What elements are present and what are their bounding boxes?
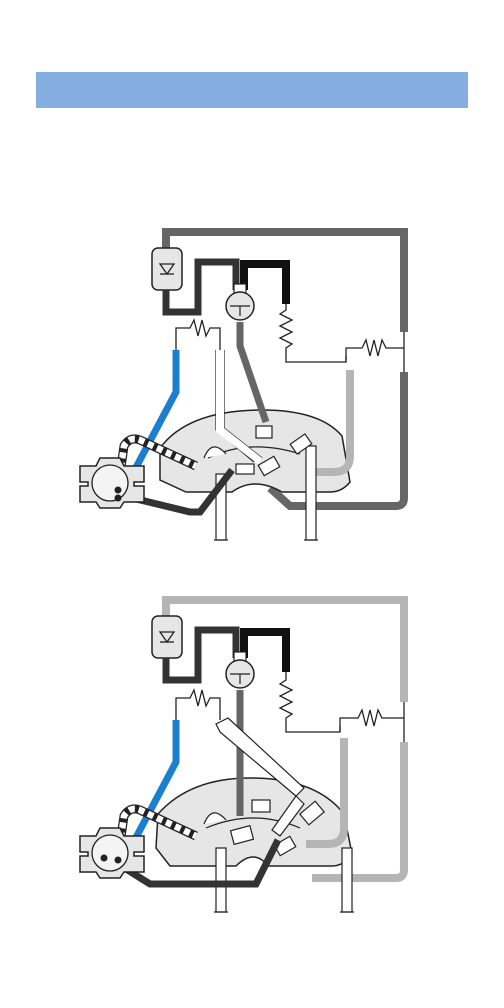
lamp-icon bbox=[226, 284, 254, 320]
component-block bbox=[256, 426, 272, 438]
connector-plug-icon bbox=[80, 828, 144, 878]
probe-right bbox=[340, 848, 354, 912]
diode-icon bbox=[152, 248, 182, 290]
resistor-small bbox=[176, 320, 220, 350]
wire-gray-lamp bbox=[240, 322, 266, 422]
header-title bbox=[36, 72, 468, 108]
resistor-horizontal bbox=[346, 340, 404, 362]
resistor-horizontal bbox=[340, 710, 404, 732]
lamp-icon bbox=[226, 652, 254, 688]
component-block bbox=[252, 800, 270, 812]
resistor-small bbox=[176, 690, 220, 720]
resistor-icon bbox=[280, 304, 346, 362]
circuit-board bbox=[156, 778, 352, 866]
header-bar bbox=[36, 72, 468, 108]
wiring-diagram-top bbox=[0, 210, 504, 590]
component-small bbox=[236, 464, 254, 474]
circuit-board bbox=[160, 410, 350, 492]
probe-right bbox=[304, 446, 318, 540]
diode-icon bbox=[152, 616, 182, 658]
connector-plug-icon bbox=[80, 458, 144, 508]
wiring-diagram-bottom bbox=[0, 578, 504, 958]
resistor-icon bbox=[280, 672, 340, 732]
